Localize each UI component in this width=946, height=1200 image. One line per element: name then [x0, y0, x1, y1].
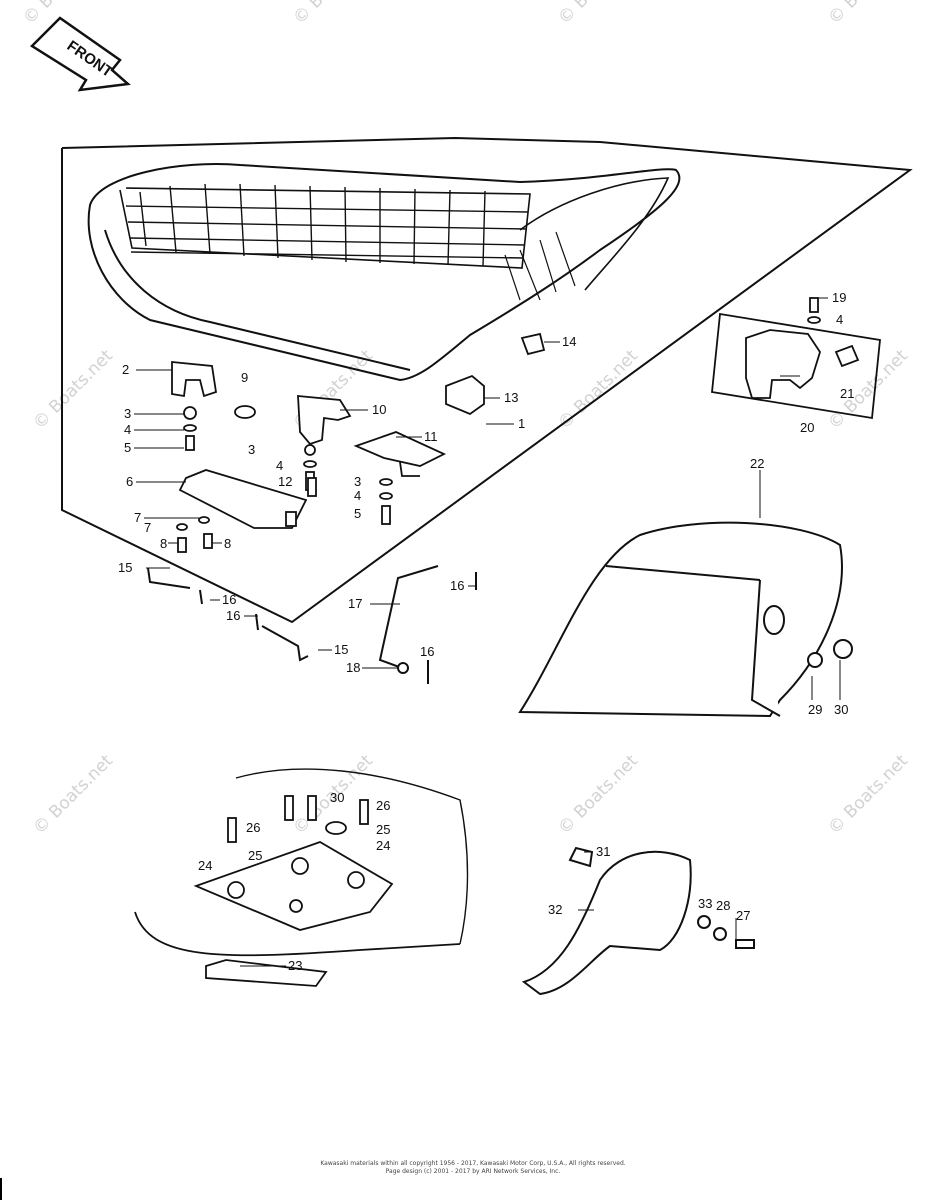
watermark: © Boats.net [824, 0, 912, 29]
callout-2: 2 [122, 362, 129, 377]
callout-21: 21 [840, 386, 854, 401]
watermark: © Boats.net [289, 0, 377, 29]
callout-16: 16 [222, 592, 236, 607]
callout-16: 16 [420, 644, 434, 659]
callout-15: 15 [334, 642, 348, 657]
callout-33: 33 [698, 896, 712, 911]
callout-3: 3 [248, 442, 255, 457]
callout-30: 30 [330, 790, 344, 805]
callout-9: 9 [241, 370, 248, 385]
tail-cover [518, 521, 853, 718]
watermark: © Boats.net [29, 751, 117, 839]
callout-20: 20 [800, 420, 814, 435]
callout-23: 23 [288, 958, 302, 973]
callout-17: 17 [348, 596, 362, 611]
seat-rods [147, 565, 477, 684]
kit-small-parts [171, 332, 546, 553]
callout-3: 3 [124, 406, 131, 421]
callout-14: 14 [562, 334, 576, 349]
callout-5: 5 [124, 440, 131, 455]
callout-8: 8 [224, 536, 231, 551]
callout-19: 19 [832, 290, 846, 305]
callout-16: 16 [226, 608, 240, 623]
seat-assembly [87, 163, 681, 382]
callout-15: 15 [118, 560, 132, 575]
callout-1: 1 [518, 416, 525, 431]
watermark: © Boats.net [554, 751, 642, 839]
copyright-line: Kawasaki materials within all copyright … [320, 1160, 626, 1167]
callout-29: 29 [808, 702, 822, 717]
watermark: © Boats.net [29, 346, 117, 434]
callout-5: 5 [354, 506, 361, 521]
callout-4: 4 [836, 312, 843, 327]
grab-rail-assembly [521, 846, 755, 996]
callout-labels: 1 2 3 4 5 6 7 7 8 8 9 10 11 12 3 4 13 14… [118, 290, 854, 973]
callout-31: 31 [596, 844, 610, 859]
edge-rule [0, 1178, 2, 1200]
callout-13: 13 [504, 390, 518, 405]
front-arrow-icon: FRONT [30, 16, 131, 92]
watermark: © Boats.net [824, 346, 912, 434]
seat-base-assembly [134, 768, 469, 987]
callout-4: 4 [354, 488, 361, 503]
callout-32: 32 [548, 902, 562, 917]
callout-12: 12 [278, 474, 292, 489]
callout-6: 6 [126, 474, 133, 489]
callout-24: 24 [376, 838, 390, 853]
callout-24: 24 [198, 858, 212, 873]
callout-28: 28 [716, 898, 730, 913]
page-design-line: Page design (c) 2001 - 2017 by ARI Netwo… [385, 1168, 561, 1175]
callout-4: 4 [124, 422, 131, 437]
callout-26: 26 [376, 798, 390, 813]
callout-4: 4 [276, 458, 283, 473]
watermark: © Boats.net [554, 0, 642, 29]
callout-3: 3 [354, 474, 361, 489]
callout-25: 25 [376, 822, 390, 837]
callout-25: 25 [248, 848, 262, 863]
lock-assembly [711, 297, 881, 420]
callout-16: 16 [450, 578, 464, 593]
seat-kit-outline [61, 136, 913, 624]
leader-lines [134, 297, 841, 967]
callout-18: 18 [346, 660, 360, 675]
callout-8: 8 [160, 536, 167, 551]
callout-11: 11 [424, 429, 438, 444]
callout-7: 7 [144, 520, 151, 535]
watermark: © Boats.net [824, 751, 912, 839]
callout-10: 10 [372, 402, 386, 417]
callout-26: 26 [246, 820, 260, 835]
callout-30: 30 [834, 702, 848, 717]
callout-22: 22 [750, 456, 764, 471]
callout-27: 27 [736, 908, 750, 923]
callout-7: 7 [134, 510, 141, 525]
